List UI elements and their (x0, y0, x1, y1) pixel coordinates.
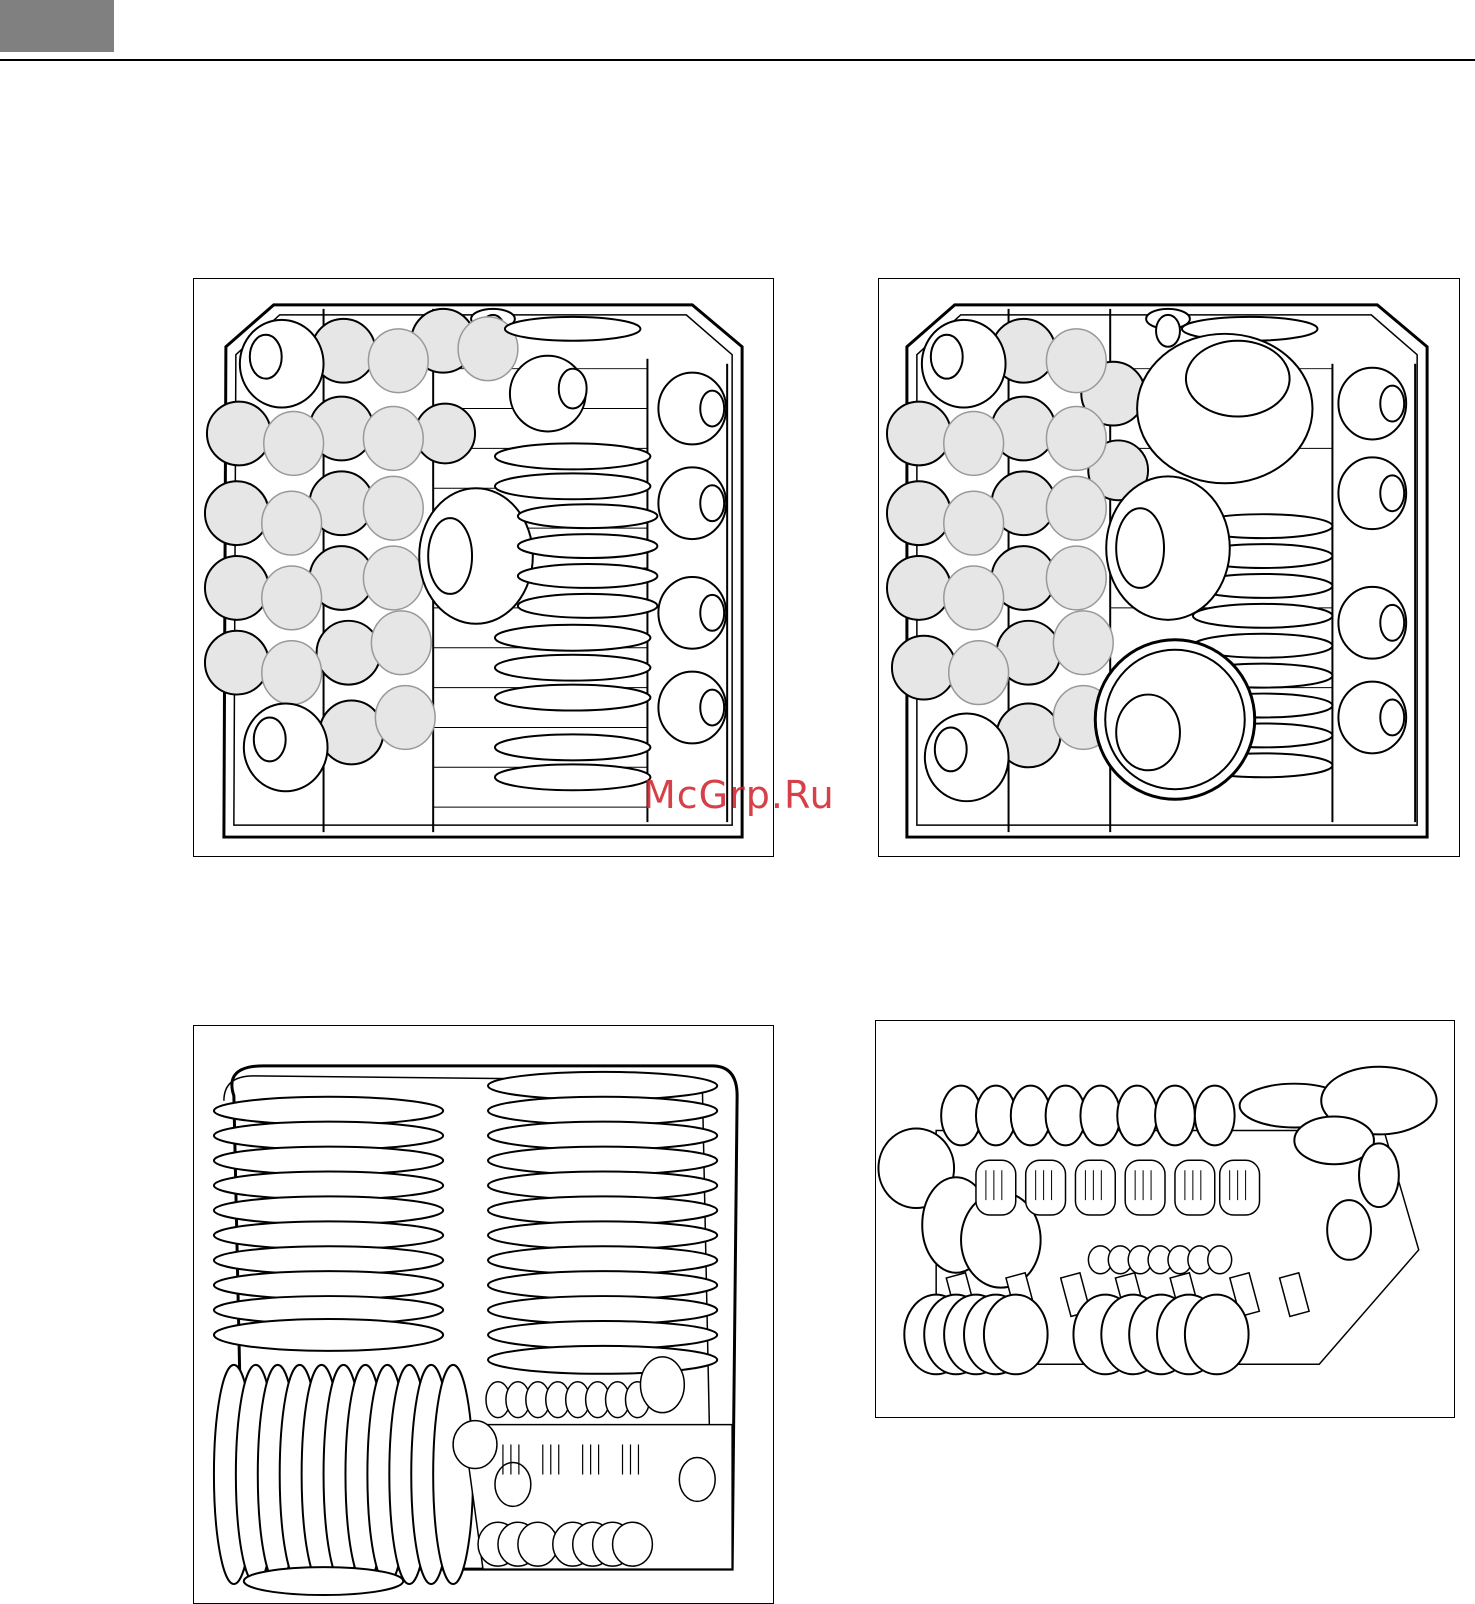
header-rule (0, 59, 1475, 61)
dishwasher-lower-basket-plates-icon (194, 1026, 773, 1603)
watermark-text: McGrp.Ru (643, 773, 835, 817)
figure-upper-basket-glasses (193, 278, 774, 857)
figure-upper-basket-bowls (878, 278, 1460, 857)
dishwasher-upper-basket-bowls-icon (879, 279, 1459, 856)
figure-lower-basket-plates (193, 1025, 774, 1604)
header-tab-block (0, 0, 114, 52)
cutlery-basket-icon (876, 1021, 1454, 1417)
figure-cutlery-basket (875, 1020, 1455, 1418)
dishwasher-upper-basket-glasses-icon (194, 279, 773, 856)
